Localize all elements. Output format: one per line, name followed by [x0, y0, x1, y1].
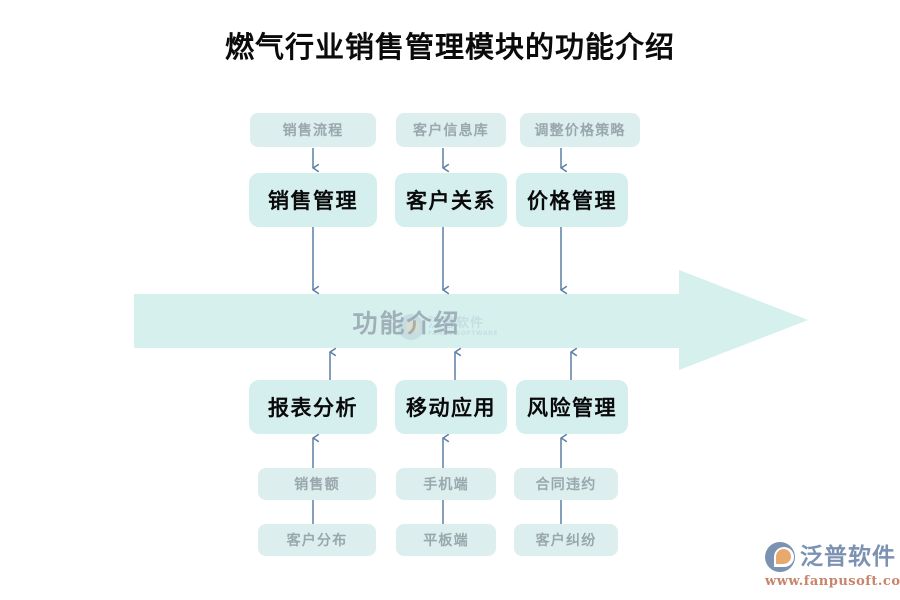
chip-mobile-phone[interactable]: 手机端 — [396, 468, 496, 500]
brand-name: 泛普软件 — [800, 544, 896, 570]
chip-tablet[interactable]: 平板端 — [396, 524, 496, 556]
chip-sales-process[interactable]: 销售流程 — [250, 113, 376, 147]
fanpu-logo-icon — [765, 542, 795, 572]
banner-label: 功能介绍 — [134, 296, 679, 348]
chip-sales-amount[interactable]: 销售额 — [258, 468, 376, 500]
brand-logo: 泛普软件 www.fanpusoft.com — [765, 541, 900, 593]
node-mobile-application[interactable]: 移动应用 — [395, 380, 507, 434]
node-customer-relations[interactable]: 客户关系 — [395, 173, 507, 227]
center-watermark: 泛普软件 FANPU SOFTWARE — [398, 310, 538, 344]
chip-adjust-price-strategy[interactable]: 调整价格策略 — [520, 113, 640, 147]
watermark-logo-icon — [398, 314, 424, 340]
page-title: 燃气行业销售管理模块的功能介绍 — [224, 30, 675, 64]
node-price-management[interactable]: 价格管理 — [516, 173, 628, 227]
node-risk-management[interactable]: 风险管理 — [516, 380, 628, 434]
brand-url: www.fanpusoft.com — [765, 574, 900, 589]
watermark-sub: FANPU SOFTWARE — [428, 329, 499, 337]
chip-customer-distribution[interactable]: 客户分布 — [258, 524, 376, 556]
watermark-name: 泛普软件 — [428, 316, 485, 332]
node-report-analysis[interactable]: 报表分析 — [249, 380, 377, 434]
chip-customer-info-db[interactable]: 客户信息库 — [396, 113, 506, 147]
node-sales-management[interactable]: 销售管理 — [249, 173, 377, 227]
chip-contract-breach[interactable]: 合同违约 — [514, 468, 618, 500]
chip-customer-dispute[interactable]: 客户纠纷 — [514, 524, 618, 556]
